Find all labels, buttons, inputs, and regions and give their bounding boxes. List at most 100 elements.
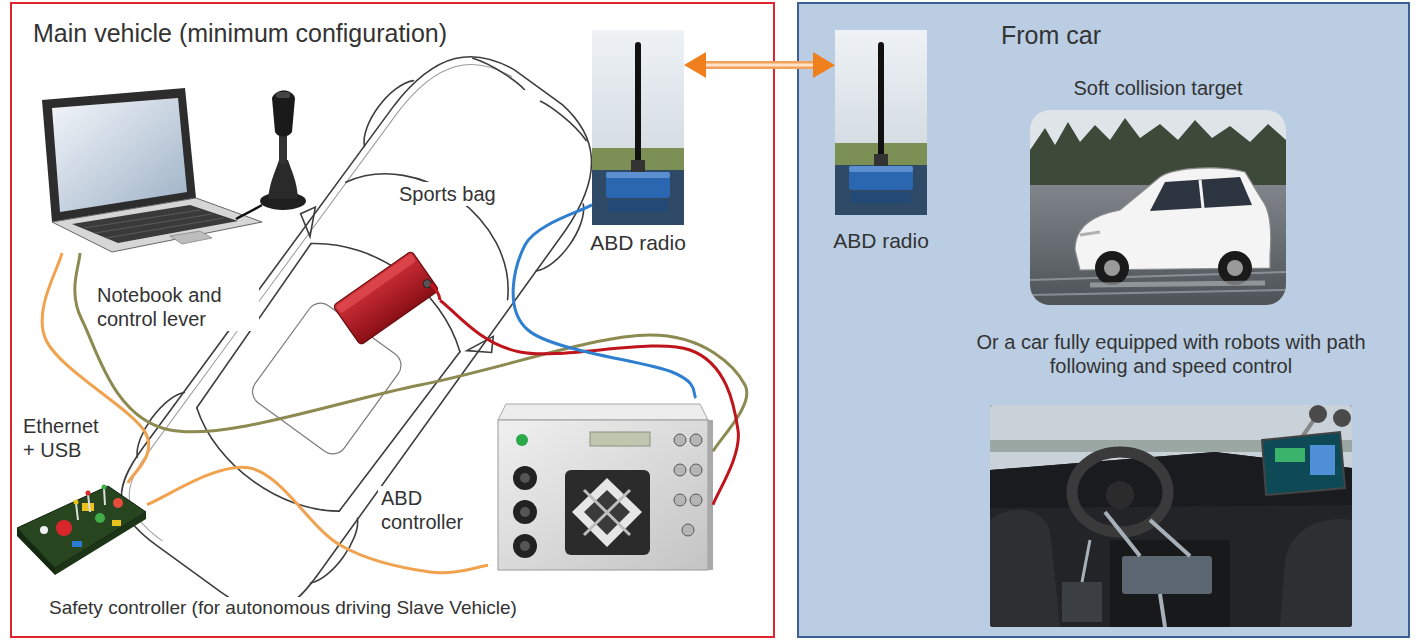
safety-controller-picture xyxy=(113,498,123,508)
abd-radio-node: ABD radio xyxy=(592,30,684,225)
robot-car-interior-photo xyxy=(1105,512,1190,627)
soft-target-photo xyxy=(1218,251,1252,285)
label-frame: ABD radio xyxy=(578,230,698,255)
abd-radio-picture xyxy=(835,165,927,215)
panel-title: From car xyxy=(998,20,1104,50)
sports-bag-box-picture xyxy=(333,251,439,345)
abd-radio-picture xyxy=(635,42,641,167)
safety-controller-picture xyxy=(40,526,48,534)
soft-target-photo xyxy=(1095,251,1129,285)
car-sketch xyxy=(346,140,539,300)
safety-controller-picture xyxy=(17,486,146,568)
control-lever-picture xyxy=(236,205,262,219)
abd-radio-picture xyxy=(849,166,913,190)
component-label: Safety controller (for autonomous drivin… xyxy=(46,597,520,620)
soft-target-photo xyxy=(1030,110,1286,305)
abd-controller-picture xyxy=(520,541,530,551)
robot-car-interior-photo xyxy=(1082,540,1090,582)
abd-controller-picture xyxy=(690,494,702,506)
abd-controller-picture xyxy=(690,434,702,446)
component-label: Notebook and control lever xyxy=(94,283,259,331)
abd-radio-picture xyxy=(874,154,888,168)
car-sketch xyxy=(355,73,414,147)
safety-controller-picture xyxy=(17,485,146,576)
safety-controller-picture xyxy=(76,488,105,520)
abd-radio-picture xyxy=(851,192,911,203)
notebook-picture xyxy=(42,88,262,252)
abd-controller-picture xyxy=(513,500,537,524)
component-label: Or a car fully equipped with robots with… xyxy=(964,330,1378,378)
label-frame: Sports bag xyxy=(396,182,536,206)
safety-controller-picture xyxy=(112,520,121,526)
car-sketch xyxy=(473,53,525,93)
abd-controller-picture xyxy=(498,404,713,570)
safety-controller-picture xyxy=(86,491,91,496)
soft-target-photo xyxy=(1104,260,1120,276)
radio-cable-line xyxy=(513,205,696,398)
abd-radio-picture xyxy=(592,170,684,225)
soft-target-photo xyxy=(1090,283,1265,285)
car-sketch xyxy=(538,100,590,140)
component-label: Sports bag xyxy=(396,182,499,206)
sports-bag-box-picture xyxy=(333,251,440,345)
robot-car-interior-photo xyxy=(1310,445,1335,475)
main-vehicle-panel: Main vehicle (minimum configuration) Note… xyxy=(10,2,775,638)
abd-radio-picture xyxy=(849,166,913,172)
car-sketch xyxy=(181,408,339,533)
sports-bag-box-picture xyxy=(336,254,417,314)
panel-title: Main vehicle (minimum configuration) xyxy=(30,18,450,48)
notebook-picture xyxy=(52,98,187,212)
safety-controller-picture xyxy=(102,485,107,490)
notebook-cable-line xyxy=(75,253,747,451)
car-sketch xyxy=(467,329,500,363)
soft-target-photo xyxy=(1030,110,1286,305)
abd-radio-picture xyxy=(835,30,927,215)
sports-bag-node: Sports bag xyxy=(332,250,440,345)
safety-controller-node: Safety controller (for autonomous drivin… xyxy=(15,483,147,573)
sports-bag-cable xyxy=(440,300,738,504)
radio-link-arrow-line xyxy=(702,61,818,69)
robot-car-interior-photo xyxy=(1072,452,1168,532)
soft-target-photo xyxy=(1150,177,1252,211)
soft-target-photo xyxy=(1227,260,1243,276)
arrow-head xyxy=(813,52,835,78)
label-frame: Safety controller (for autonomous drivin… xyxy=(46,597,646,620)
abd-controller-picture xyxy=(516,434,528,446)
safety-cable-line xyxy=(147,467,488,573)
component-label: ABD radio xyxy=(830,228,932,253)
edge-label: Ethernet + USB xyxy=(20,414,112,462)
abd-radio-picture xyxy=(592,30,684,225)
robot-car-interior-photo xyxy=(1333,409,1351,427)
sports-bag-box-picture xyxy=(430,284,440,300)
abd-radio-node: ABD radio xyxy=(835,30,927,215)
from-car-panel: From carABD radioSoft collision targetOr… xyxy=(797,2,1410,638)
abd-controller-picture xyxy=(590,432,650,446)
abd-controller-picture xyxy=(584,490,630,535)
abd-controller-picture xyxy=(674,434,686,446)
soft-target-node: Soft collision target xyxy=(1030,110,1286,305)
safety-controller-picture xyxy=(72,541,82,547)
abd-controller-picture xyxy=(513,466,537,490)
abd-controller-picture xyxy=(520,507,530,517)
robot-car-interior-photo xyxy=(990,510,1060,627)
control-lever-picture xyxy=(272,91,295,137)
abd-controller-picture xyxy=(674,494,686,506)
abd-radio-picture xyxy=(608,200,668,212)
safety-controller-picture xyxy=(56,520,72,536)
safety-cable xyxy=(147,467,488,573)
abd-controller-picture xyxy=(498,404,708,420)
notebook-cable xyxy=(75,253,747,451)
label-frame: ABD radio xyxy=(821,228,941,253)
label-frame: Or a car fully equipped with robots with… xyxy=(964,330,1378,378)
abd-controller-picture xyxy=(572,478,642,547)
robot-car-interior-photo xyxy=(1110,540,1230,627)
car-sketch xyxy=(535,204,594,278)
abd-controller-picture xyxy=(520,473,530,483)
abd-controller-node: ABD controller xyxy=(488,398,713,576)
label-frame: Main vehicle (minimum configuration) xyxy=(30,18,650,48)
notebook-picture xyxy=(52,198,262,252)
robot-car-interior-photo xyxy=(1280,519,1352,627)
safety-controller-picture xyxy=(82,503,94,511)
component-label: ABD controller xyxy=(378,486,478,534)
